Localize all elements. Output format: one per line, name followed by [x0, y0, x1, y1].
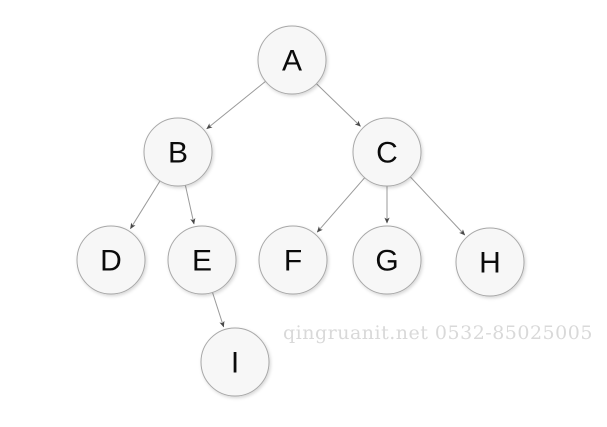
node-circle-i[interactable] — [200, 327, 270, 397]
node-label-a: A — [282, 45, 302, 78]
node-i[interactable]: I — [200, 327, 270, 397]
node-circle-b[interactable] — [143, 117, 213, 187]
node-f[interactable]: F — [258, 225, 328, 295]
edge-a-to-b — [206, 80, 267, 130]
node-circle-g[interactable] — [352, 225, 422, 295]
node-label-c: C — [376, 137, 398, 170]
node-label-f: F — [284, 245, 302, 278]
edge-c-to-f — [316, 176, 366, 233]
node-e[interactable]: E — [167, 225, 237, 295]
node-layer: A B C D E F G H I — [76, 25, 525, 397]
node-circle-e[interactable] — [167, 225, 237, 295]
node-circle-h[interactable] — [455, 227, 525, 297]
node-b[interactable]: B — [143, 117, 213, 187]
node-circle-a[interactable] — [257, 25, 327, 95]
node-label-h: H — [479, 247, 501, 280]
node-a[interactable]: A — [257, 25, 327, 95]
node-label-e: E — [192, 245, 212, 278]
watermark-text: qingruanit.net 0532-85025005 — [283, 322, 593, 344]
node-g[interactable]: G — [352, 225, 422, 295]
edge-b-to-d — [130, 179, 162, 230]
edge-c-to-h — [409, 175, 466, 236]
node-circle-c[interactable] — [352, 117, 422, 187]
edge-layer — [130, 80, 466, 328]
edge-e-to-i — [211, 291, 225, 328]
node-h[interactable]: H — [455, 227, 525, 297]
node-circle-f[interactable] — [258, 225, 328, 295]
edge-a-to-c — [315, 82, 361, 127]
node-label-d: D — [100, 245, 122, 278]
edge-b-to-e — [184, 184, 196, 225]
node-label-g: G — [375, 245, 398, 278]
node-c[interactable]: C — [352, 117, 422, 187]
node-d[interactable]: D — [76, 225, 146, 295]
node-circle-d[interactable] — [76, 225, 146, 295]
node-label-b: B — [168, 137, 188, 170]
node-label-i: I — [231, 347, 239, 380]
